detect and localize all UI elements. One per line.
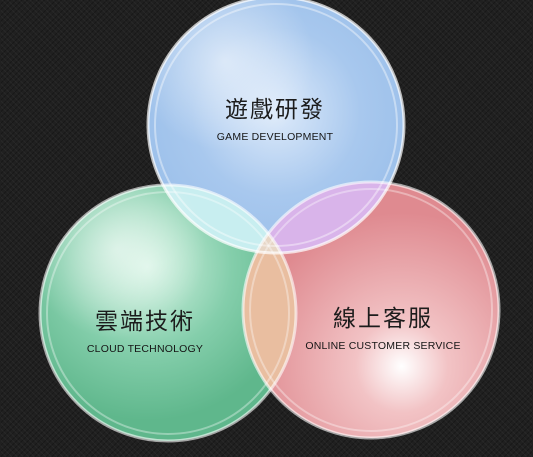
rim-game bbox=[146, 0, 406, 255]
rim-cloud bbox=[38, 183, 298, 443]
rim-service-inner bbox=[249, 188, 493, 432]
label-cloud-technology: 雲端技術 CLOUD TECHNOLOGY bbox=[45, 302, 245, 355]
cloud-subtitle: CLOUD TECHNOLOGY bbox=[86, 343, 204, 355]
service-title: 線上客服 bbox=[333, 306, 433, 332]
game-title: 遊戲研發 bbox=[225, 97, 325, 123]
label-online-customer-service: 線上客服 ONLINE CUSTOMER SERVICE bbox=[283, 299, 483, 352]
service-subtitle: ONLINE CUSTOMER SERVICE bbox=[305, 340, 461, 352]
game-subtitle: GAME DEVELOPMENT bbox=[216, 131, 334, 143]
shine-cloud bbox=[40, 185, 296, 441]
cloud-title: 雲端技術 bbox=[95, 309, 195, 335]
rim-game-inner bbox=[154, 3, 398, 247]
label-game-development: 遊戲研發 GAME DEVELOPMENT bbox=[175, 90, 375, 143]
rim-service bbox=[241, 180, 501, 440]
shine-game bbox=[148, 0, 404, 253]
